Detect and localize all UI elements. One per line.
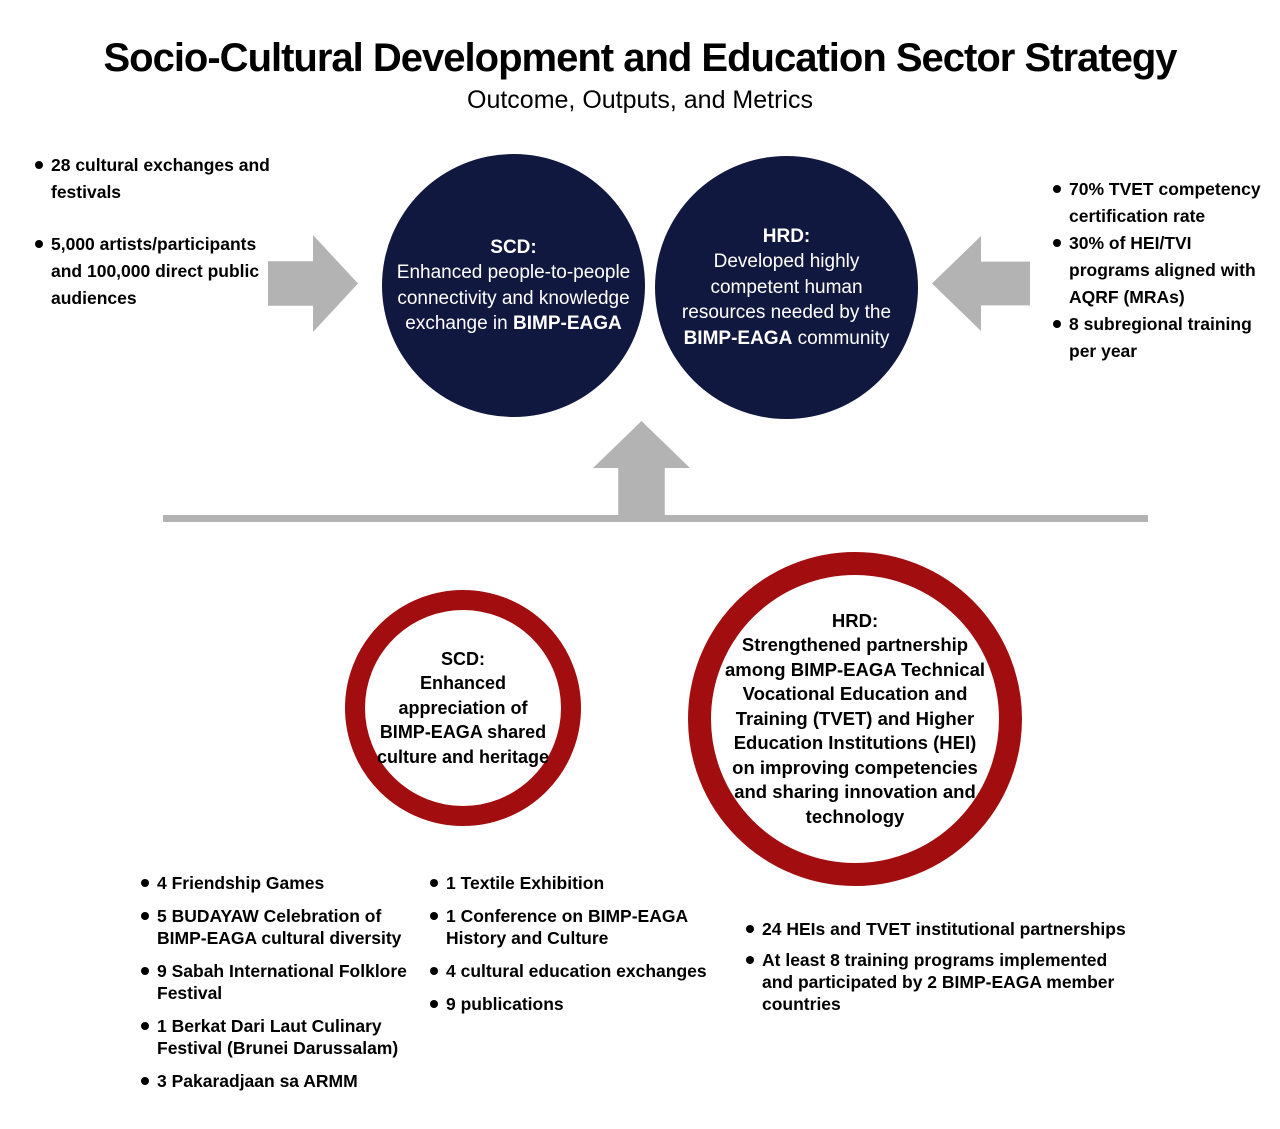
scd-outcome-metrics-list: 28 cultural exchanges and festivals 5,00… bbox=[35, 152, 270, 337]
hrd-outcome-text: HRD: Developed highly competent human re… bbox=[675, 224, 898, 352]
bullet-dot-icon bbox=[141, 879, 149, 887]
hrd-outcome-label: HRD: bbox=[762, 225, 811, 247]
scd-outcome-circle: SCD: Enhanced people-to-people connectiv… bbox=[382, 154, 645, 417]
bullet-dot-icon bbox=[141, 1077, 149, 1085]
arrow-left-icon bbox=[932, 236, 1030, 331]
list-item: 70% TVET competency certification rate bbox=[1053, 176, 1275, 230]
scd-output-metrics-list-2: 1 Textile Exhibition 1 Conference on BIM… bbox=[430, 872, 720, 1026]
scd-output-label: SCD: bbox=[441, 648, 485, 669]
list-item: 28 cultural exchanges and festivals bbox=[35, 152, 270, 206]
scd-output-text: SCD: Enhanced appreciation of BIMP-EAGA … bbox=[373, 647, 553, 770]
arrow-up-icon bbox=[593, 421, 690, 517]
divider-line bbox=[163, 515, 1148, 522]
hrd-output-circle: HRD: Strengthened partnership among BIMP… bbox=[688, 552, 1022, 886]
metric-text: 5 BUDAYAW Celebration of BIMP-EAGA cultu… bbox=[157, 906, 402, 948]
page-subtitle: Outcome, Outputs, and Metrics bbox=[467, 86, 813, 114]
arrow-right-icon bbox=[268, 235, 358, 332]
hrd-output-body: Strengthened partnership among BIMP-EAGA… bbox=[724, 634, 986, 827]
metric-text: 1 Textile Exhibition bbox=[446, 873, 605, 893]
scd-output-circle: SCD: Enhanced appreciation of BIMP-EAGA … bbox=[345, 590, 581, 826]
list-item: 5,000 artists/participants and 100,000 d… bbox=[35, 231, 270, 312]
metric-text: 4 Friendship Games bbox=[157, 873, 325, 893]
hrd-output-label: HRD: bbox=[831, 609, 879, 631]
hrd-output-text: HRD: Strengthened partnership among BIMP… bbox=[723, 609, 987, 830]
metric-text: 70% TVET competency certification rate bbox=[1069, 179, 1261, 226]
scd-outcome-text: SCD: Enhanced people-to-people connectiv… bbox=[396, 235, 631, 337]
metric-text: 3 Pakaradjaan sa ARMM bbox=[157, 1071, 358, 1091]
metric-text: 30% of HEI/TVI programs aligned with AQR… bbox=[1069, 233, 1256, 307]
bullet-dot-icon bbox=[141, 1022, 149, 1030]
metric-text: 8 subregional training per year bbox=[1069, 314, 1252, 361]
metric-text: 1 Berkat Dari Laut Culinary Festival (Br… bbox=[157, 1016, 399, 1058]
metric-text: 5,000 artists/participants and 100,000 d… bbox=[51, 234, 260, 308]
scd-output-body: Enhanced appreciation of BIMP-EAGA share… bbox=[376, 673, 550, 767]
scd-output-metrics-list-1: 4 Friendship Games 5 BUDAYAW Celebration… bbox=[141, 872, 413, 1103]
bullet-dot-icon bbox=[746, 956, 754, 964]
list-item: 4 Friendship Games bbox=[141, 872, 413, 894]
bullet-dot-icon bbox=[430, 1000, 438, 1008]
list-item: 9 publications bbox=[430, 993, 720, 1015]
list-item: 1 Berkat Dari Laut Culinary Festival (Br… bbox=[141, 1015, 413, 1059]
list-item: 9 Sabah International Folklore Festival bbox=[141, 960, 413, 1004]
bullet-dot-icon bbox=[430, 967, 438, 975]
hrd-outcome-circle: HRD: Developed highly competent human re… bbox=[655, 156, 918, 419]
scd-outcome-body: Enhanced people-to-people connectivity a… bbox=[396, 262, 631, 334]
list-item: 30% of HEI/TVI programs aligned with AQR… bbox=[1053, 230, 1275, 311]
list-item: 3 Pakaradjaan sa ARMM bbox=[141, 1070, 413, 1092]
scd-outcome-label: SCD: bbox=[490, 236, 537, 258]
list-item: 4 cultural education exchanges bbox=[430, 960, 720, 982]
list-item: 1 Textile Exhibition bbox=[430, 872, 720, 894]
list-item: 1 Conference on BIMP-EAGA History and Cu… bbox=[430, 905, 720, 949]
metric-text: At least 8 training programs implemented… bbox=[762, 950, 1115, 1014]
bullet-dot-icon bbox=[430, 912, 438, 920]
bullet-dot-icon bbox=[35, 161, 43, 169]
metric-text: 1 Conference on BIMP-EAGA History and Cu… bbox=[446, 906, 688, 948]
bullet-dot-icon bbox=[1053, 320, 1061, 328]
metric-text: 4 cultural education exchanges bbox=[446, 961, 707, 981]
page-title: Socio-Cultural Development and Education… bbox=[103, 36, 1177, 80]
metric-text: 24 HEIs and TVET institutional partnersh… bbox=[762, 919, 1126, 939]
list-item: 24 HEIs and TVET institutional partnersh… bbox=[746, 918, 1126, 940]
metric-text: 9 Sabah International Folklore Festival bbox=[157, 961, 407, 1003]
bullet-dot-icon bbox=[1053, 239, 1061, 247]
bullet-dot-icon bbox=[35, 240, 43, 248]
bullet-dot-icon bbox=[141, 967, 149, 975]
metric-text: 28 cultural exchanges and festivals bbox=[51, 155, 270, 202]
list-item: At least 8 training programs implemented… bbox=[746, 949, 1126, 1015]
list-item: 5 BUDAYAW Celebration of BIMP-EAGA cultu… bbox=[141, 905, 413, 949]
bullet-dot-icon bbox=[430, 879, 438, 887]
hrd-outcome-metrics-list: 70% TVET competency certification rate 3… bbox=[1053, 176, 1275, 365]
hrd-outcome-body: Developed highly competent human resourc… bbox=[681, 251, 892, 349]
hrd-output-metrics-list: 24 HEIs and TVET institutional partnersh… bbox=[746, 918, 1126, 1024]
metric-text: 9 publications bbox=[446, 994, 564, 1014]
bullet-dot-icon bbox=[746, 925, 754, 933]
bullet-dot-icon bbox=[1053, 185, 1061, 193]
bullet-dot-icon bbox=[141, 912, 149, 920]
list-item: 8 subregional training per year bbox=[1053, 311, 1275, 365]
